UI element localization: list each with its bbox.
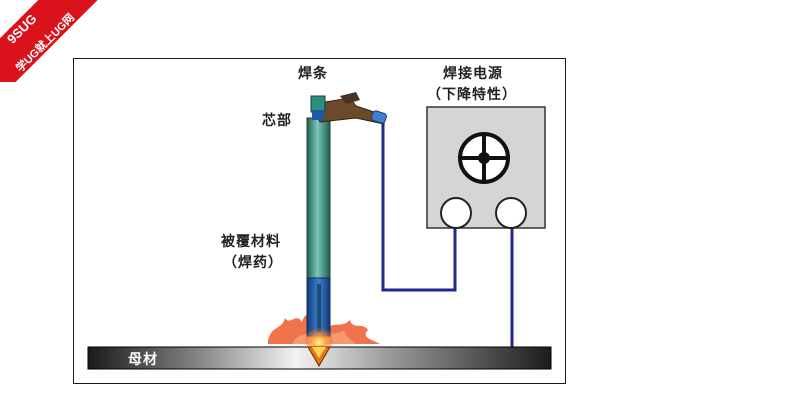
core-label: 芯部 bbox=[262, 113, 292, 129]
terminal-right bbox=[495, 197, 527, 229]
coating-label-line1: 被覆材料 bbox=[221, 234, 281, 250]
power-source-title: 焊接电源 bbox=[443, 66, 503, 82]
holder-grip bbox=[371, 110, 387, 124]
base-metal-label: 母材 bbox=[128, 352, 158, 368]
electrode-rod bbox=[306, 117, 331, 285]
power-source-subtitle: （下降特性） bbox=[427, 87, 517, 103]
coating-label-line2: （焊药） bbox=[223, 255, 283, 271]
arc-glow bbox=[305, 328, 333, 352]
electrode-cable bbox=[381, 120, 457, 292]
terminal-left bbox=[440, 197, 472, 229]
electrode-label: 焊条 bbox=[298, 66, 328, 82]
arc-spatter bbox=[268, 310, 380, 344]
